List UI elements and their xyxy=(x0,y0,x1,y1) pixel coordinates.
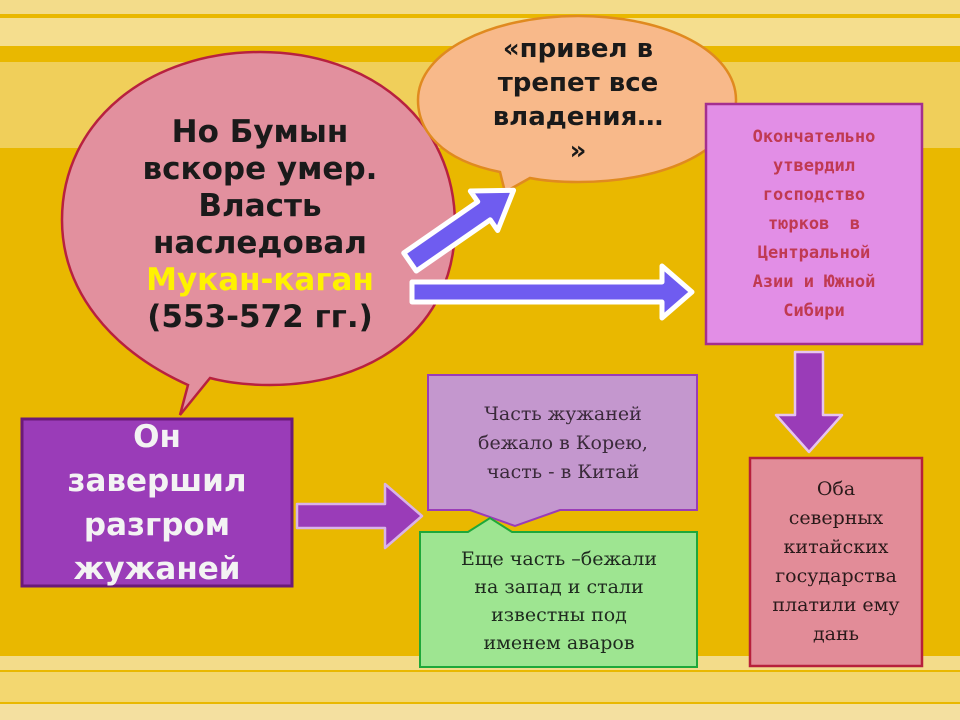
quote-line-1: «привел в xyxy=(502,34,654,64)
tribute-line-4: государства xyxy=(775,565,897,587)
korea-line-3: часть - в Китай xyxy=(486,460,640,483)
defeat-line-3: разгром xyxy=(83,506,231,543)
tribute-line-3: китайских xyxy=(783,536,889,558)
top-stripe xyxy=(0,0,960,14)
korea-line-1: Часть жужаней xyxy=(484,402,642,425)
avars-line-2: на запад и стали xyxy=(474,576,644,598)
avars-line-1: Еще часть –бежали xyxy=(461,548,657,570)
tribute-text: Оба северных китайских государства плати… xyxy=(752,474,920,650)
main-speech-bubble xyxy=(60,50,457,416)
confirmed-line-5: Центральной xyxy=(757,242,871,263)
ruler-years: (553-572 гг.) xyxy=(147,299,373,335)
confirmed-line-2: утвердил xyxy=(773,155,855,176)
ruler-name: Мукан-каган xyxy=(146,262,374,298)
right-purple-arrow xyxy=(295,482,424,550)
confirmed-line-4: тюрков в xyxy=(767,213,861,234)
main-bubble-line-1: Но Бумын xyxy=(171,114,349,150)
tribute-line-2: северных xyxy=(788,507,884,529)
main-bubble-text: Но Бумын вскоре умер. Власть наследовал … xyxy=(100,80,420,370)
defeat-line-2: завершил xyxy=(67,462,247,499)
diagonal-arrow xyxy=(401,187,517,274)
defeat-line-4: жужаней xyxy=(73,550,241,587)
defeat-text: Он завершил разгром жужаней xyxy=(24,415,290,590)
confirmed-line-3: господство xyxy=(762,184,866,205)
green-callout xyxy=(419,516,698,668)
tribute-line-6: дань xyxy=(812,623,860,645)
defeat-line-1: Он xyxy=(133,418,181,455)
quote-line-4: » xyxy=(569,136,587,166)
down-arrow xyxy=(774,350,844,454)
bottom-stripe-2 xyxy=(0,672,960,702)
main-bubble-line-4: наследовал xyxy=(152,225,368,261)
korea-china-text: Часть жужаней бежало в Корею, часть - в … xyxy=(432,390,694,496)
violet-box xyxy=(704,102,924,346)
confirmed-dominance-text: Окончательно утвердил господство тюрков … xyxy=(708,118,920,330)
confirmed-line-1: Окончательно xyxy=(752,126,876,147)
quote-line-3: владения… xyxy=(492,102,664,132)
quote-bubble-text: «привел в трепет все владения… » xyxy=(440,26,716,174)
confirmed-line-7: Сибири xyxy=(783,300,845,321)
tribute-line-1: Оба xyxy=(816,478,856,500)
avars-text: Еще часть –бежали на запад и стали извес… xyxy=(424,542,694,660)
main-bubble-line-3: Власть xyxy=(198,188,322,224)
rose-box xyxy=(748,456,924,668)
quote-line-2: трепет все xyxy=(497,68,659,98)
lavender-callout xyxy=(427,374,698,528)
quote-speech-bubble xyxy=(416,14,738,194)
horizontal-arrow xyxy=(409,263,695,321)
confirmed-line-6: Азии и Южной xyxy=(752,271,876,292)
avars-line-4: именем аваров xyxy=(483,632,635,654)
korea-line-2: бежало в Корею, xyxy=(478,431,648,454)
avars-line-3: известны под xyxy=(491,604,627,626)
main-bubble-line-2: вскоре умер. xyxy=(142,151,378,187)
bottom-stripe-3 xyxy=(0,704,960,720)
purple-box xyxy=(20,417,294,588)
tribute-line-5: платили ему xyxy=(772,594,900,616)
